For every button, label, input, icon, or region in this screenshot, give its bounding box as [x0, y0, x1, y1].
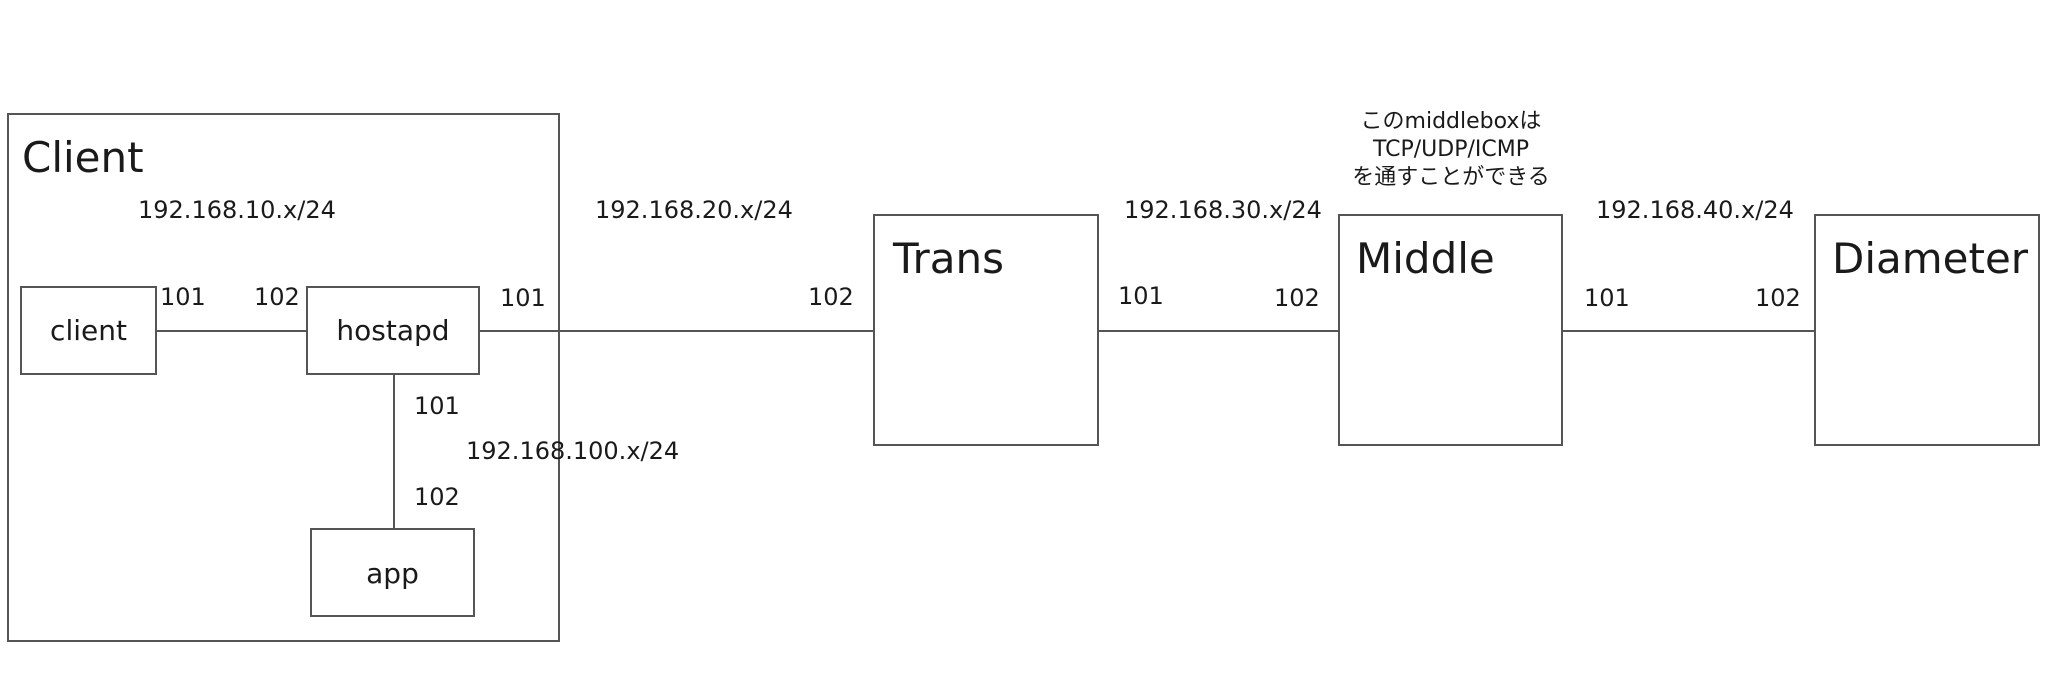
node-trans-box	[873, 214, 1099, 446]
node-trans-label: Trans	[892, 234, 1004, 283]
node-diameter-label: Diameter	[1832, 234, 2029, 283]
net-label-20: 192.168.20.x/24	[595, 196, 793, 224]
middle-note-line2: TCP/UDP/ICMP	[1372, 137, 1529, 162]
node-client-box	[20, 286, 157, 375]
node-app-box	[310, 528, 475, 617]
port-label-hostapd-down: 101	[414, 392, 460, 420]
node-app-label: app	[366, 557, 419, 590]
net-label-30: 192.168.30.x/24	[1124, 196, 1322, 224]
net-label-40: 192.168.40.x/24	[1596, 196, 1794, 224]
port-label-trans-left: 102	[808, 283, 854, 311]
port-label-client-side: 101	[160, 283, 206, 311]
port-label-app-up: 102	[414, 483, 460, 511]
net-label-10: 192.168.10.x/24	[138, 196, 336, 224]
port-label-hostapd-right: 101	[500, 284, 546, 312]
node-diameter-box	[1814, 214, 2040, 446]
node-middle-label: Middle	[1356, 234, 1495, 283]
port-label-hostapd-left: 102	[254, 283, 300, 311]
client-group-title: Client	[22, 133, 144, 182]
node-middle-box	[1338, 214, 1563, 446]
node-hostapd-label: hostapd	[336, 314, 449, 347]
node-hostapd-box	[306, 286, 480, 375]
middle-note-line3: を通すことができる	[1352, 165, 1550, 190]
net-label-100: 192.168.100.x/24	[466, 437, 679, 465]
client-group-frame	[7, 113, 560, 642]
middle-note-line1: このmiddleboxは	[1361, 109, 1542, 134]
node-client-label: client	[50, 314, 127, 347]
port-label-middle-right: 101	[1584, 284, 1630, 312]
port-label-middle-left: 102	[1274, 284, 1320, 312]
port-label-trans-right: 101	[1118, 282, 1164, 310]
port-label-diameter-left: 102	[1755, 284, 1801, 312]
